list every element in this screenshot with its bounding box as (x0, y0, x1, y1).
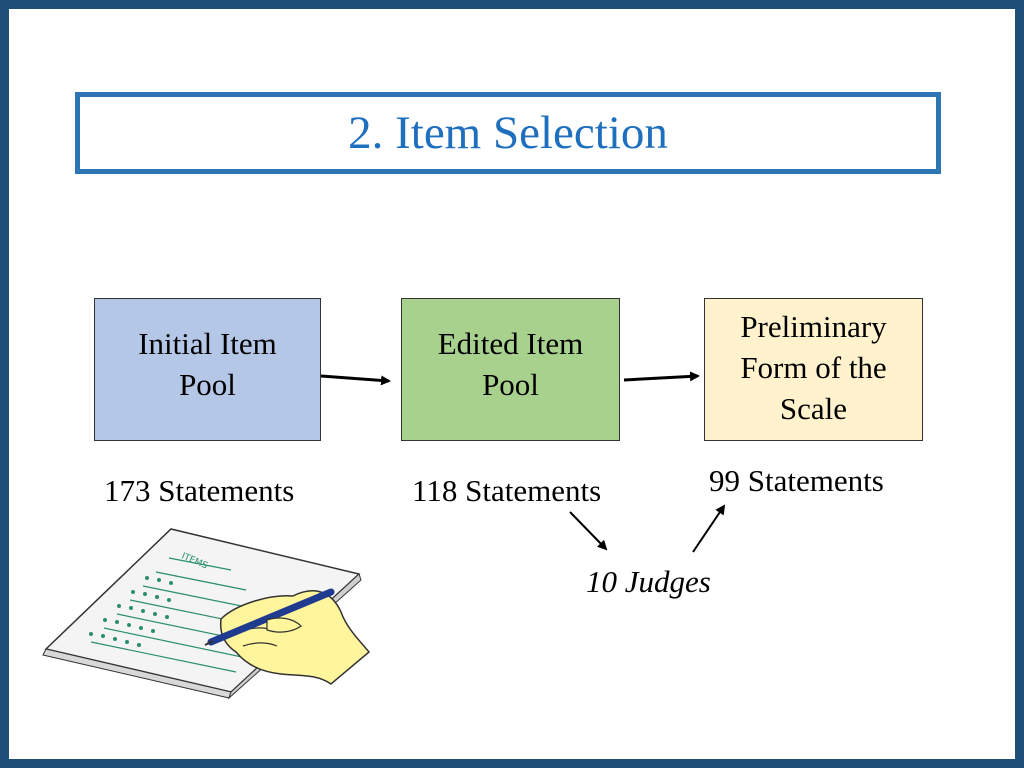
preliminary-form-count: 99 Statements (709, 463, 884, 498)
slide-title: 2. Item Selection (348, 106, 668, 159)
preliminary-form-line-2: Form of the (740, 350, 887, 385)
edited-pool-count: 118 Statements (412, 473, 602, 508)
preliminary-form-line-1: Preliminary (740, 309, 887, 344)
arrow-edited-to-preliminary (623, 371, 700, 382)
edited-item-pool-line-2: Pool (482, 366, 539, 402)
title-box: 2. Item Selection (75, 92, 941, 174)
judges-label: 10 Judges (586, 564, 711, 599)
initial-item-pool-label: Initial Item Pool (138, 323, 277, 405)
arrow-initial-to-edited (320, 374, 391, 386)
arrow-judges-to-preliminary (692, 504, 726, 553)
initial-pool-count: 173 Statements (104, 473, 295, 508)
edited-item-pool-line-1: Edited Item (437, 325, 584, 361)
edited-item-pool-box: Edited Item Pool (401, 298, 620, 441)
initial-item-pool-line-2: Pool (179, 366, 236, 402)
edited-item-pool-label: Edited Item Pool (438, 323, 583, 405)
initial-item-pool-box: Initial Item Pool (94, 298, 321, 441)
flow-arrows (320, 371, 726, 553)
hand-writing-questionnaire-icon: ITEMS (42, 528, 371, 699)
arrow-edited-to-judges (569, 511, 608, 551)
initial-item-pool-line-1: Initial Item (138, 325, 277, 361)
preliminary-form-box: Preliminary Form of the Scale (704, 298, 923, 441)
preliminary-form-label: Preliminary Form of the Scale (740, 306, 886, 429)
preliminary-form-line-3: Scale (779, 391, 848, 426)
